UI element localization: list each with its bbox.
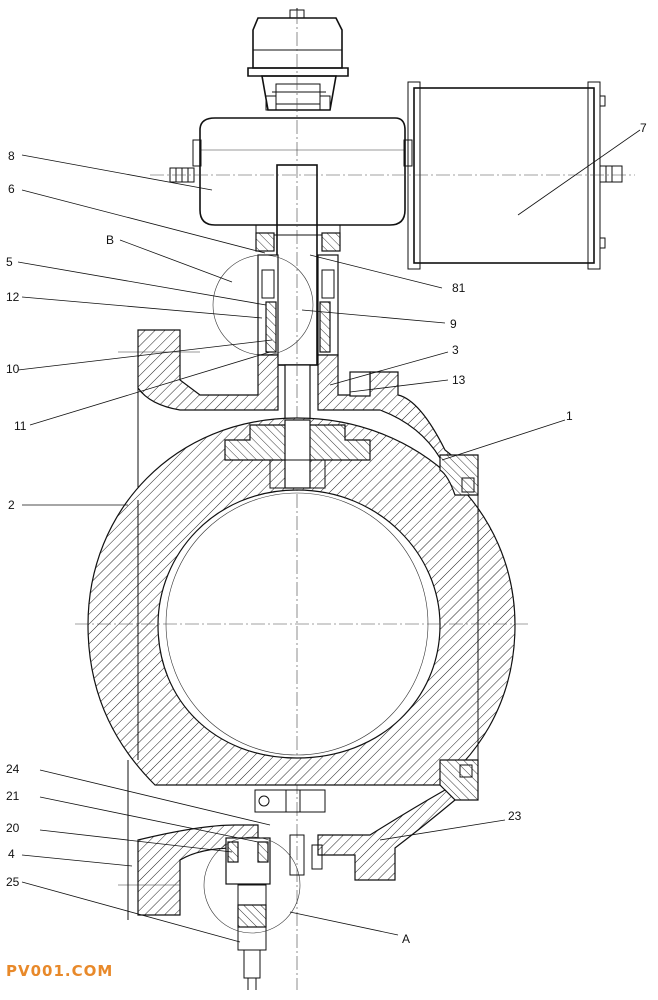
label-20: 20 (6, 821, 20, 835)
label-24: 24 (6, 762, 20, 776)
label-A: A (402, 932, 410, 946)
leader-lines (17, 129, 641, 943)
positioner-head (247, 8, 349, 111)
bottom-trunnion (203, 834, 323, 990)
label-7: 7 (640, 121, 647, 135)
valve-stem (276, 10, 318, 990)
label-21: 21 (6, 789, 20, 803)
label-25: 25 (6, 875, 20, 889)
pneumatic-cylinder (150, 81, 635, 270)
label-13: 13 (452, 373, 466, 387)
label-8: 8 (8, 149, 15, 163)
label-4: 4 (8, 847, 15, 861)
label-81: 81 (452, 281, 466, 295)
gearbox-housing (169, 117, 623, 252)
stuffing-box (212, 254, 339, 356)
label-6: 6 (8, 182, 15, 196)
label-1: 1 (566, 409, 573, 423)
lower-body (118, 789, 456, 916)
label-10: 10 (6, 362, 20, 376)
label-23: 23 (508, 809, 522, 823)
label-3: 3 (452, 343, 459, 357)
label-2: 2 (8, 498, 15, 512)
seat-ring-right (439, 454, 479, 801)
label-5: 5 (6, 255, 13, 269)
label-9: 9 (450, 317, 457, 331)
watermark-text: PV001.COM (6, 962, 114, 980)
part-labels: 8 6 B 5 12 10 11 2 7 81 9 3 13 1 24 21 2… (6, 121, 647, 946)
label-12: 12 (6, 290, 20, 304)
label-11: 11 (14, 419, 27, 433)
valve-ball (75, 417, 528, 786)
label-B: B (106, 233, 114, 247)
